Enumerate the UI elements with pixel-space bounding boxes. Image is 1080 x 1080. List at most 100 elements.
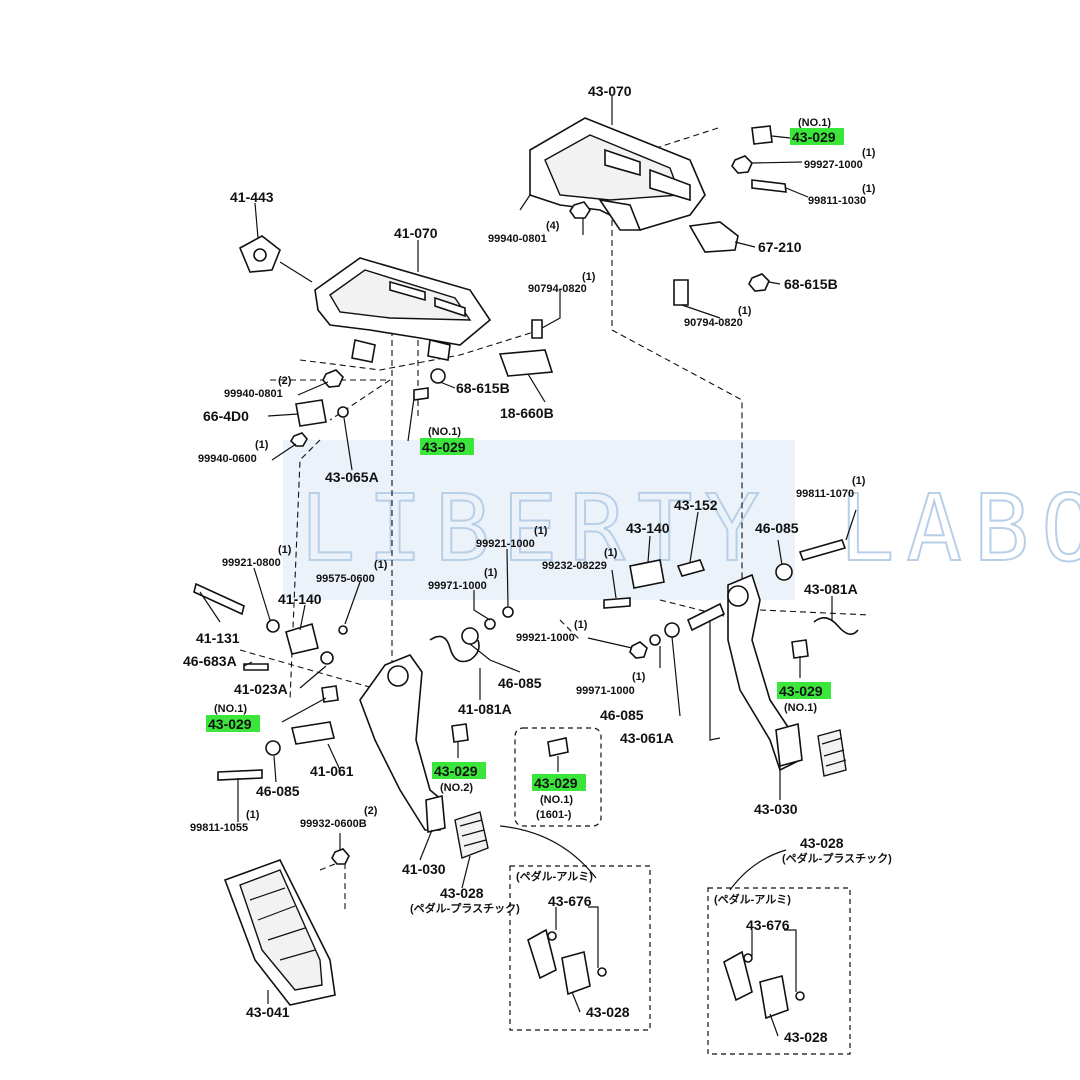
label-43-029-box-no: (NO.1) — [540, 794, 573, 806]
switch-67-210 — [688, 221, 739, 253]
nut-99921-0800 — [266, 619, 280, 633]
pin-43-029-right — [791, 639, 809, 659]
label-99811-1030: 99811-1030 — [808, 195, 866, 207]
svg-text:(1): (1) — [484, 567, 498, 579]
arrow-to-box-left — [499, 825, 597, 879]
box-right-label-43-028: 43-028 — [784, 1029, 828, 1045]
svg-text:(1): (1) — [604, 547, 618, 559]
label-99575-0600: 99575-0600 — [316, 573, 375, 585]
label-66-4d0: 66-4D0 — [203, 408, 249, 424]
svg-text:(1): (1) — [278, 544, 292, 556]
clevis-43-140 — [629, 559, 665, 589]
label-43-029-no2-no: (NO.2) — [440, 782, 473, 794]
svg-text:(2): (2) — [364, 805, 378, 817]
label-41-081a: 41-081A — [458, 701, 512, 717]
alu-pedal-left-art — [527, 928, 607, 996]
connector-66-4d0 — [295, 399, 327, 427]
label-43-029-mid: 43-029 — [422, 439, 466, 455]
label-99921-0800: 99921-0800 — [222, 557, 281, 569]
watermark-band — [283, 440, 795, 600]
pin-43-029-left — [321, 685, 339, 703]
nut-99940-0801-top — [569, 201, 591, 219]
washer-99971-1000-top — [484, 618, 496, 630]
label-41-131: 41-131 — [196, 630, 240, 646]
arrow-to-box-right — [729, 849, 787, 891]
label-43-041: 43-041 — [246, 1004, 290, 1020]
label-41-030: 41-030 — [402, 861, 446, 877]
label-43-029-top-no: (NO.1) — [798, 117, 831, 129]
label-90794-0820-top: 90794-0820 — [684, 317, 743, 329]
highlight-43-029-no2 — [432, 762, 486, 779]
pin-46-683a — [243, 663, 269, 671]
label-43-028-right: 43-028 — [800, 835, 844, 851]
clutch-pedal-41-030 — [359, 654, 446, 833]
pin-43-029-no2 — [451, 723, 469, 743]
spring-43-081a — [813, 617, 859, 635]
washer-99971-1000-mid — [649, 634, 661, 646]
nut-99921-1000-top — [502, 606, 514, 618]
bracket-41-070 — [314, 257, 492, 363]
bolt-99811-1070 — [798, 539, 847, 561]
bushing-46-085-left — [265, 740, 281, 756]
label-68-615b-mid: 68-615B — [456, 380, 510, 396]
bushing-46-085-mid — [461, 627, 479, 645]
label-43-152: 43-152 — [674, 497, 718, 513]
bracket-43-070 — [519, 117, 706, 231]
bolt-90794-0820-mid — [531, 319, 543, 339]
clip-43-065a — [337, 406, 349, 418]
pin-99232-08229 — [603, 597, 631, 609]
svg-text:(1): (1) — [862, 147, 876, 159]
box-left-title: (ペダル-アルミ) — [516, 869, 593, 883]
label-43-029-top: 43-029 — [792, 129, 836, 145]
label-43-140-right: 43-140 — [626, 520, 670, 536]
reservoir-41-443 — [238, 235, 313, 283]
accelerator-pedal-43-041 — [223, 848, 350, 1006]
switch-18-660b — [498, 349, 554, 377]
label-43-028-mid-sub: (ペダル-プラスチック) — [410, 901, 520, 915]
label-43-065a: 43-065A — [325, 469, 379, 485]
bushing-46-085-right — [775, 563, 793, 581]
label-68-615b-top: 68-615B — [784, 276, 838, 292]
label-43-028-mid: 43-028 — [440, 885, 484, 901]
box-right-title: (ペダル-アルミ) — [714, 892, 791, 906]
label-41-061: 41-061 — [310, 763, 354, 779]
label-43-029-no2: 43-029 — [434, 763, 478, 779]
brake-side-parts — [603, 539, 859, 659]
label-99940-0600: 99940-0600 — [198, 453, 257, 465]
label-41-140: 41-140 — [278, 591, 322, 607]
svg-text:(1): (1) — [738, 305, 752, 317]
nut-99927-1000 — [731, 155, 753, 174]
box-right-label-43-676: 43-676 — [746, 917, 790, 933]
alu-pedal-box-left — [509, 865, 651, 1031]
serial-box — [514, 727, 602, 827]
box-left-label-43-676: 43-676 — [548, 893, 592, 909]
nut-99940-0801-left — [322, 369, 344, 388]
bolt-99811-1030 — [751, 179, 787, 193]
fork-41-140 — [285, 622, 319, 655]
alu-pedal-right-art — [723, 950, 805, 1020]
spring-43-152 — [676, 559, 706, 577]
bolt-90794-0820-top — [673, 279, 689, 306]
label-99971-1000-mid: 99971-1000 — [576, 685, 635, 697]
nut-68-615b-mid — [430, 368, 446, 384]
svg-text:(1): (1) — [255, 439, 269, 451]
label-46-085-lower: 46-085 — [600, 707, 644, 723]
label-43-081a-right: 43-081A — [804, 581, 858, 597]
label-99811-1055: 99811-1055 — [190, 822, 248, 834]
label-99927-1000: 99927-1000 — [804, 159, 863, 171]
part-labels: 43-070 (NO.1) 43-029 (1) 99927-1000 (1) … — [183, 83, 892, 1045]
label-43-030-right: 43-030 — [754, 801, 798, 817]
label-99921-1000-mid: 99921-1000 — [516, 632, 575, 644]
brake-pedal-43-030 — [727, 573, 803, 772]
alu-pedal-box-right — [707, 887, 851, 1055]
part-41-023a — [320, 651, 334, 665]
label-90794-0820-mid: 90794-0820 — [528, 283, 587, 295]
label-43-029-right-no: (NO.1) — [784, 702, 817, 714]
label-46-085-mid: 46-085 — [498, 675, 542, 691]
label-99921-1000-top: 99921-1000 — [476, 538, 535, 550]
bushing-46-085-lower — [664, 622, 680, 638]
label-41-070: 41-070 — [394, 225, 438, 241]
pin-43-029-top — [751, 125, 773, 145]
label-43-028-right-sub: (ペダル-プラスチック) — [782, 851, 892, 865]
